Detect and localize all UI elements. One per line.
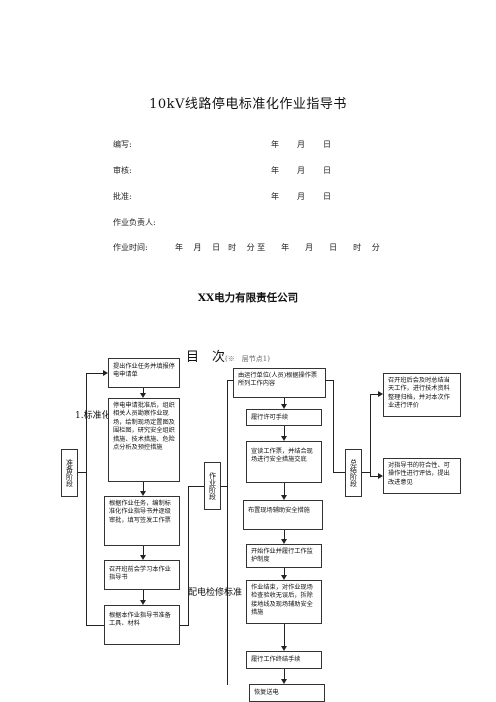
work-step-5: 开始作业并履行工作监护制度: [246, 544, 322, 568]
summary-step-2: 对指导书的符合性、可操作性进行评估，提出改进意见: [383, 458, 461, 494]
time-range: 年 月 日 时 分 至 年 月 日 时 分: [175, 243, 380, 252]
time-row: 作业时间: 年 月 日 时 分 至 年 月 日 时 分: [113, 242, 380, 253]
author-label: 编写:: [113, 140, 132, 149]
time-label: 作业时间:: [113, 243, 148, 252]
work-step-8: 恢复送电: [249, 684, 325, 702]
company-name: XX电力有限责任公司: [197, 292, 299, 304]
prepare-step-2: 停电申请批准后，组织相关人员勘察作业现场，绘制现场定置图及围栏图，研究安全组织措…: [108, 398, 180, 482]
stage-prepare: 准备阶段: [61, 449, 78, 497]
leader-row: 作业负责人:: [113, 217, 156, 228]
approver-date: 年月日: [271, 192, 331, 201]
work-step-3: 宣读工作票，并结合现场进行安全措施交底: [246, 441, 322, 483]
summary-step-1: 召开班后会及时总结当天工作，进行技术资料整理归档，并对本次作业进行评价: [383, 373, 461, 417]
reviewer-date: 年月日: [271, 166, 331, 175]
stage-summary: 总结阶段: [345, 449, 362, 497]
approver-label: 批准:: [113, 192, 132, 201]
prepare-step-4: 召开班前会学习本作业指导书: [104, 560, 180, 590]
document-title: 10kV线路停电标准化作业指导书: [149, 97, 347, 112]
prepare-step-3: 根据作业任务，编制标准化作业指导书并逐级审批，填写签发工作票: [104, 496, 180, 546]
work-step-4: 布置现场辅助安全措施: [243, 500, 323, 530]
leader-label: 作业负责人:: [113, 218, 156, 227]
scope-fragment: 1.标准化: [75, 411, 111, 421]
work-step-1: 由运行单位(人员)根据操作票所列工作内容: [233, 368, 326, 398]
wiring-fragment: 配电检修标准: [188, 588, 243, 598]
stage-work: 作业阶段: [204, 462, 221, 510]
work-step-7: 履行工作终结手续: [246, 651, 322, 669]
work-step-6: 作业结束，对作业现场检查验收无误后，拆除接地线及现场辅助安全措施: [246, 580, 322, 624]
reviewer-row: 审核: 年月日: [113, 165, 331, 176]
work-step-2: 履行许可手续: [246, 409, 322, 426]
reviewer-label: 审核:: [113, 166, 132, 175]
prepare-step-5: 根据本作业指导书准备工具、材料: [104, 605, 180, 645]
author-row: 编写: 年月日: [113, 139, 331, 150]
contents-heading: 目 次(※ 层节点1): [186, 350, 270, 365]
approver-row: 批准: 年月日: [113, 191, 331, 202]
prepare-step-1: 提出作业任务并填报停电申请单: [108, 358, 180, 388]
author-date: 年月日: [271, 140, 331, 149]
